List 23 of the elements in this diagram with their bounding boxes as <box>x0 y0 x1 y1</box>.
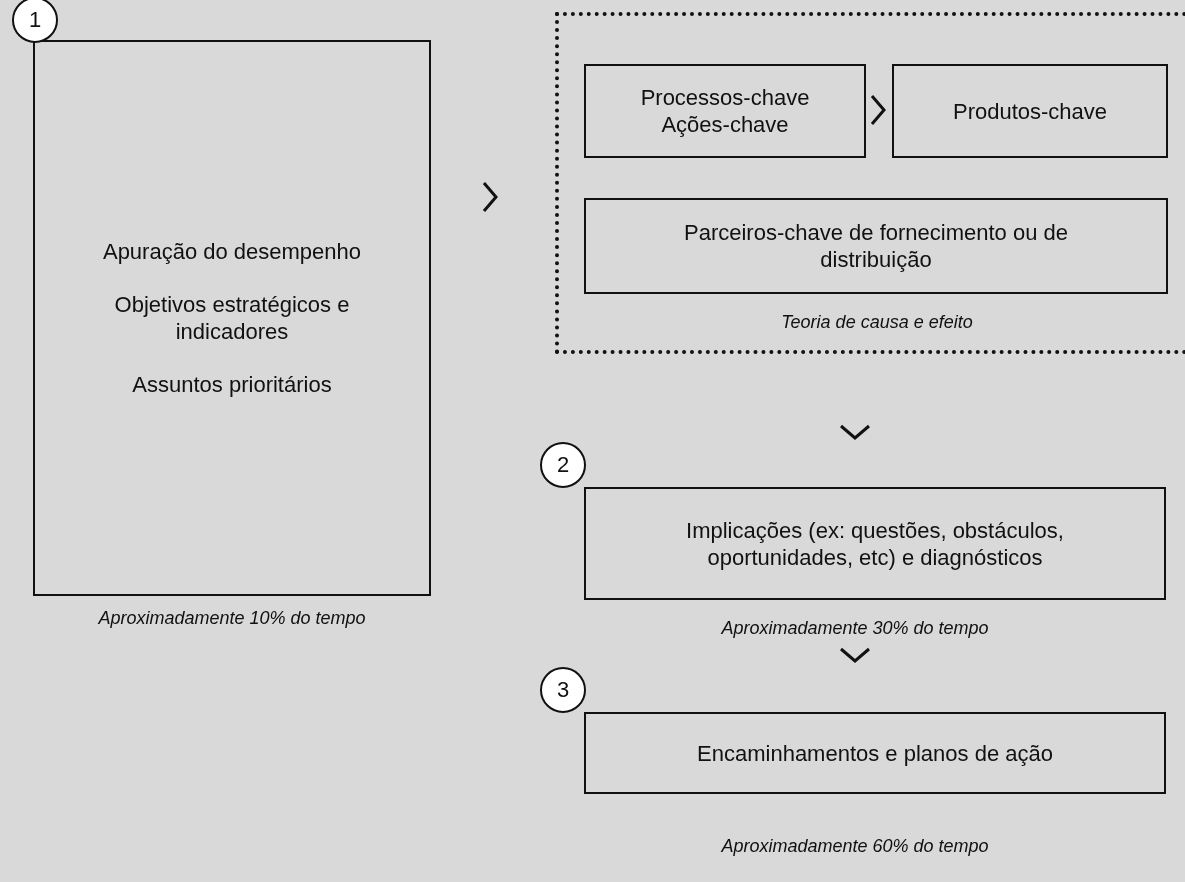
box-text: Assuntos prioritários <box>132 371 332 398</box>
process-box <box>33 40 431 596</box>
box-text: Parceiros-chave de fornecimento ou de distribuição <box>683 219 1069 273</box>
process-box <box>584 64 866 158</box>
step-number: 3 <box>540 667 586 713</box>
step-number: 2 <box>540 442 586 488</box>
box-text: Apuração do desempenho <box>102 238 362 265</box>
process-box <box>584 712 1166 794</box>
process-box <box>584 198 1168 294</box>
box-text: Objetivos estratégicos e indicadores <box>113 291 351 345</box>
node-label: Aproximadamente 10% do tempo <box>97 608 367 629</box>
group-label: Teoria de causa e efeito <box>780 312 974 333</box>
box-text: Implicações (ex: questões, obstáculos, oportunidades, etc) e diagnósticos <box>685 516 1065 571</box>
process-box <box>584 487 1166 600</box>
box-text: Processos-chave <box>640 84 810 111</box>
node-label: Aproximadamente 30% do tempo <box>720 618 990 639</box>
box-text: Encaminhamentos e planos de ação <box>697 739 1053 767</box>
step-number: 1 <box>12 0 58 43</box>
box-text: Produtos-chave <box>952 97 1108 125</box>
process-box <box>892 64 1168 158</box>
box-text: Ações-chave <box>661 111 789 138</box>
node-label: Aproximadamente 60% do tempo <box>720 836 990 857</box>
dotted-group-frame <box>555 12 1185 354</box>
